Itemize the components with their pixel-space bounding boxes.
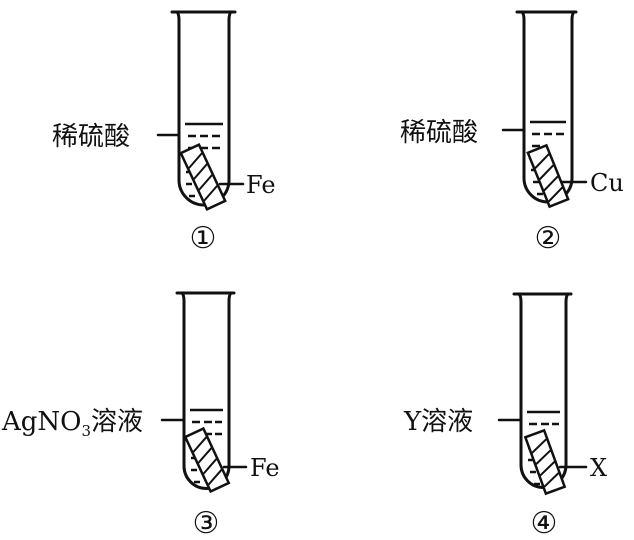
solution-label-2: 稀硫酸 xyxy=(400,118,478,148)
solution-label-3-main: AgNO xyxy=(1,407,82,437)
solution-label-1: 稀硫酸 xyxy=(52,122,130,152)
tube-number-4: ④ xyxy=(531,506,558,540)
tube-number-3: ③ xyxy=(193,506,220,540)
solution-label-3-tail: 溶液 xyxy=(91,407,143,437)
metal-strip-1 xyxy=(179,143,227,211)
metal-label-2: Cu xyxy=(590,169,624,197)
solution-label-3-subscript: 3 xyxy=(82,422,92,440)
tube-number-2: ② xyxy=(535,221,562,256)
test-tube-1: 稀硫酸 Fe ① xyxy=(52,10,276,256)
metal-strip-3 xyxy=(183,426,231,494)
metal-label-1: Fe xyxy=(246,171,276,199)
metal-strip-2 xyxy=(526,143,570,209)
test-tube-2: 稀硫酸 Cu ② xyxy=(400,10,624,256)
tube-number-1: ① xyxy=(190,221,217,256)
metal-label-4: X xyxy=(590,454,607,482)
solution-label-3: AgNO3溶液 xyxy=(1,407,143,440)
test-tube-3: AgNO3溶液 Fe ③ xyxy=(1,291,280,540)
test-tube-4: Y溶液 X ④ xyxy=(403,292,607,540)
metal-label-3: Fe xyxy=(250,454,280,482)
metal-strip-4 xyxy=(523,428,567,496)
solution-label-4: Y溶液 xyxy=(403,407,473,437)
